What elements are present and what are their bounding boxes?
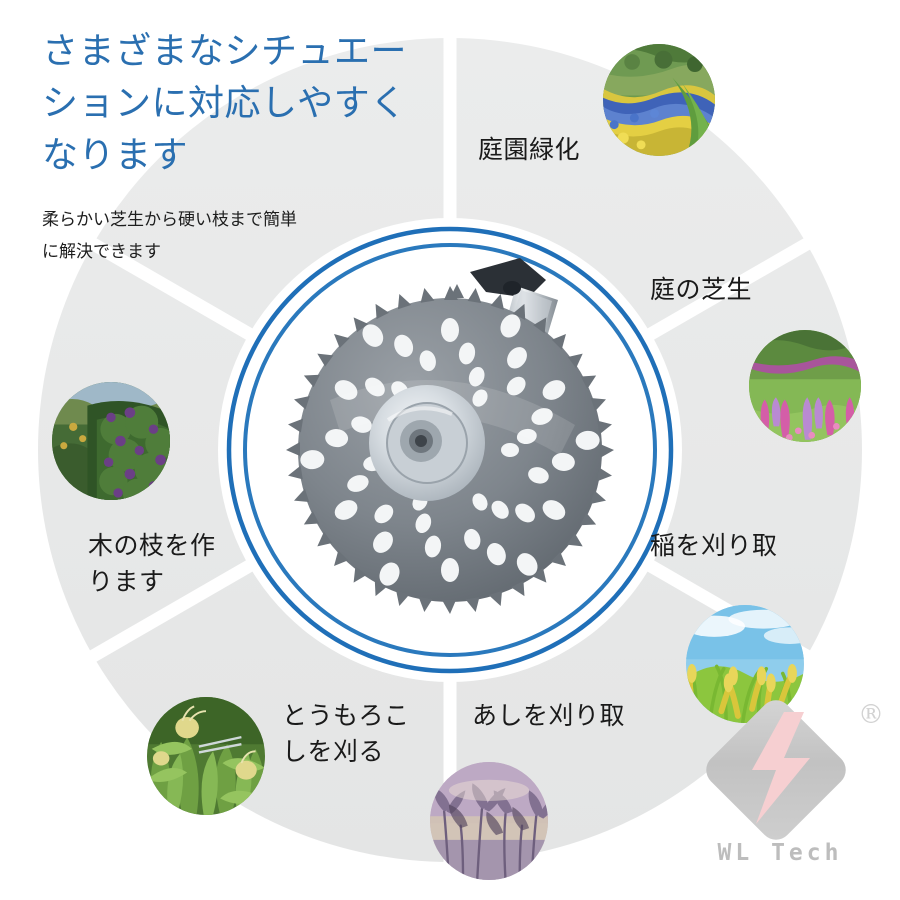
- accent-ring-inner: [243, 243, 657, 657]
- blade-hub: [369, 385, 485, 501]
- blade-perforations: [300, 314, 600, 586]
- accent-ring-outer: [226, 226, 674, 674]
- wl-tech-logo-icon: [706, 700, 846, 840]
- registered-mark: ®: [858, 700, 884, 730]
- segment-label-tree-branch: 木の枝を作 ります: [88, 531, 216, 597]
- product-blade-image: [286, 258, 614, 614]
- brand-watermark: ® WL Tech: [700, 700, 890, 885]
- segment-label-rice-harvest: 稲を刈り取: [650, 531, 778, 560]
- page-subtitle: 柔らかい芝生から硬い枝まで簡単 に解決できます: [42, 210, 297, 263]
- orchard-photo: [52, 382, 170, 500]
- blade-teeth: [286, 284, 614, 614]
- brand-name: WL Tech: [717, 840, 843, 866]
- reed-field-photo: [430, 762, 548, 880]
- blade-guard: [470, 258, 546, 298]
- lightning-bolt-icon: [752, 712, 810, 824]
- corn-field-photo: [147, 697, 265, 815]
- page-title: さまざまなシチュエー ションに対応しやすく なります: [42, 31, 408, 177]
- garden-greening-photo: [603, 44, 715, 156]
- segment-label-reed-cutting: あしを刈り取: [472, 701, 626, 730]
- segment-label-garden-lawn: 庭の芝生: [650, 275, 753, 304]
- garden-lawn-photo: [749, 330, 861, 442]
- segment-label-garden-greening: 庭園緑化: [478, 135, 581, 164]
- segment-label-corn-cutting: とうもろこ しを刈る: [282, 701, 410, 767]
